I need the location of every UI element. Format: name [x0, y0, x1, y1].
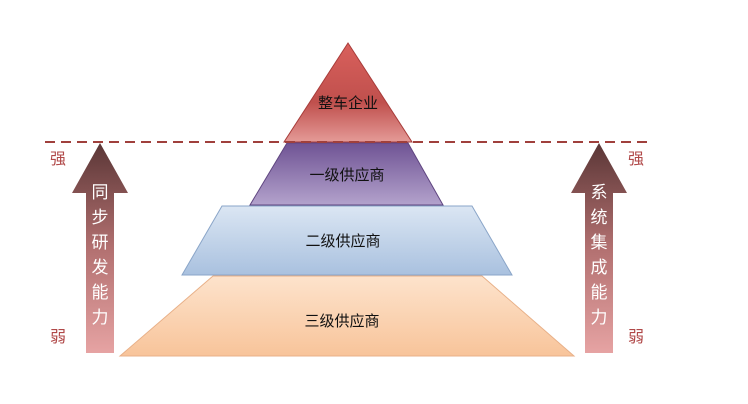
level-label-oem: 整车企业 — [318, 94, 378, 112]
left-arrow-char: 同 — [92, 183, 109, 203]
right-arrow-text: 系 统 集 成 能 力 — [591, 183, 608, 328]
pyramid-level-3 — [118, 275, 576, 357]
right-arrow-char: 集 — [591, 233, 608, 253]
left-arrow-char: 能 — [92, 283, 109, 303]
left-strong-label: 强 — [50, 149, 66, 168]
level-label-tier2: 二级供应商 — [305, 232, 380, 250]
right-arrow-char: 系 — [591, 183, 608, 203]
right-up-arrow-icon — [571, 143, 627, 353]
left-arrow-char: 发 — [92, 258, 109, 278]
right-weak-label: 弱 — [628, 327, 644, 346]
left-arrow-text: 同 步 研 发 能 力 — [92, 183, 109, 328]
right-arrow-char: 能 — [591, 283, 608, 303]
pyramid-level-2 — [181, 205, 513, 276]
level-label-tier3: 三级供应商 — [304, 312, 379, 330]
left-weak-label: 弱 — [50, 327, 66, 346]
right-arrow-char: 力 — [591, 308, 608, 328]
pyramid-top — [283, 42, 413, 143]
left-arrow-char: 研 — [92, 233, 109, 253]
right-arrow-char: 成 — [591, 258, 608, 278]
level-label-tier1: 一级供应商 — [309, 166, 384, 184]
left-arrow-char: 步 — [92, 208, 109, 228]
right-arrow-char: 统 — [591, 208, 608, 228]
left-up-arrow-icon — [72, 143, 128, 353]
left-arrow-char: 力 — [92, 308, 109, 328]
right-strong-label: 强 — [628, 149, 644, 168]
